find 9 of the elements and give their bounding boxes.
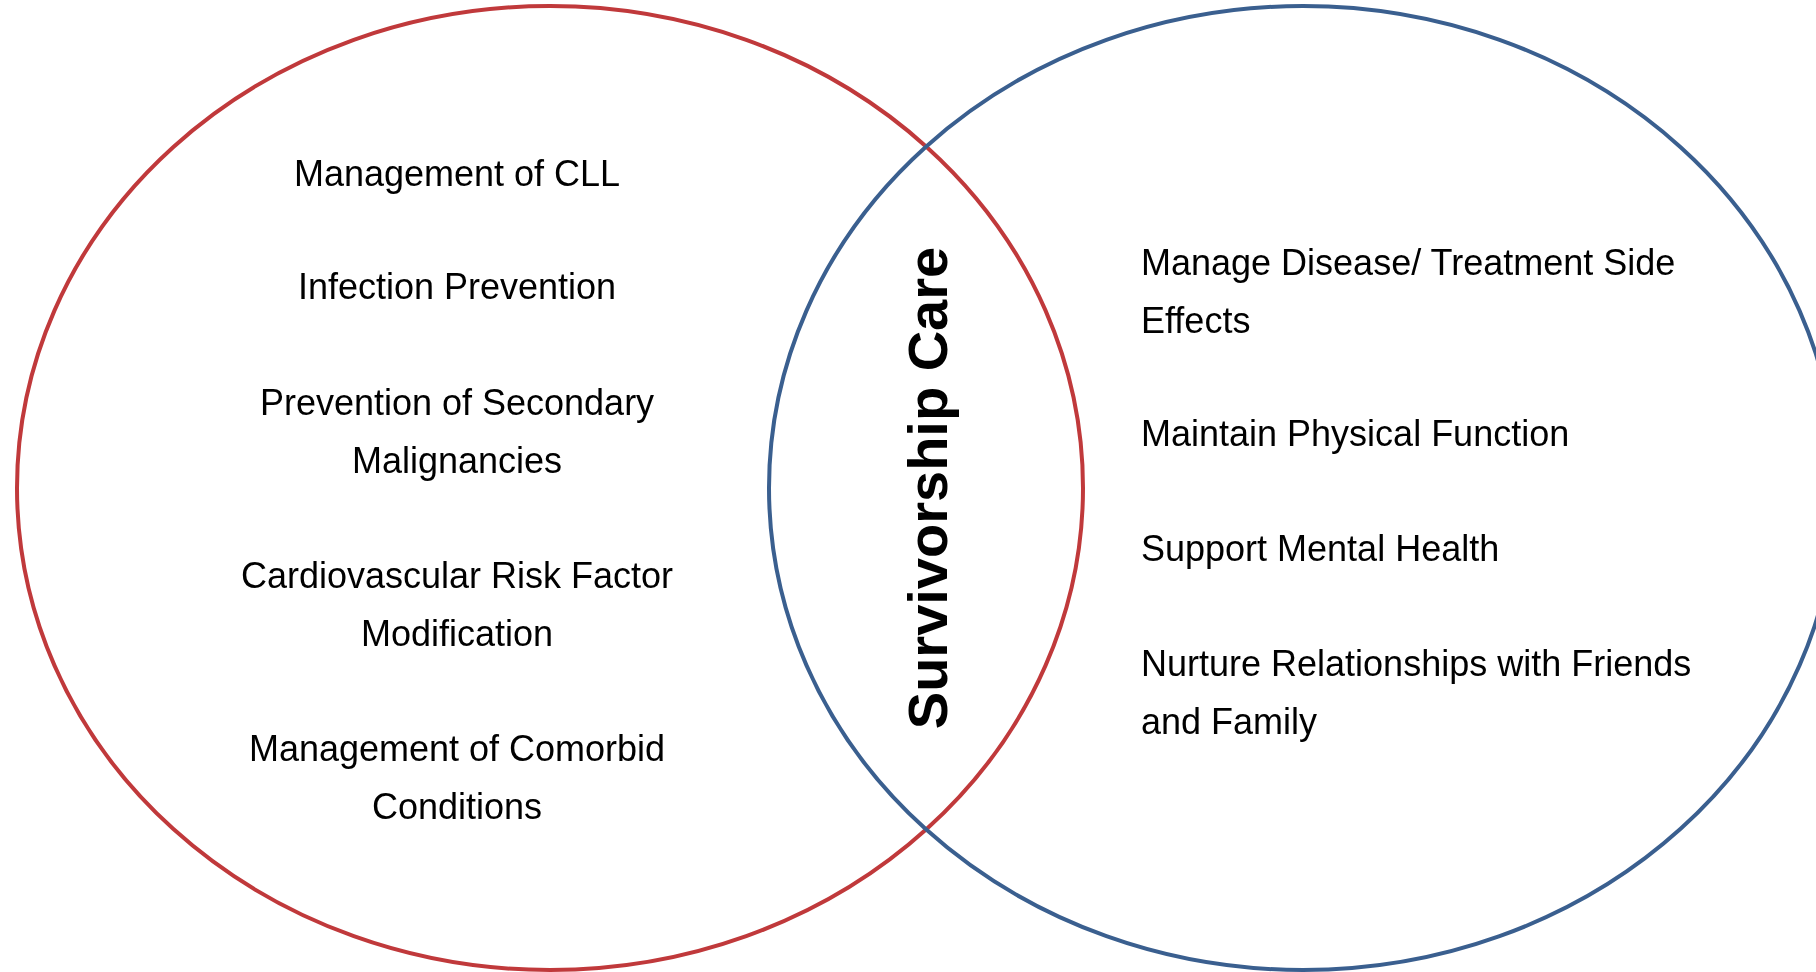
list-item: Cardiovascular Risk Factor Modification [239,554,675,656]
list-item: Support Mental Health [1141,527,1501,571]
list-item: Maintain Physical Function [1141,412,1571,456]
list-item: Management of Comorbid Conditions [247,727,667,829]
list-item: Manage Disease/ Treatment Side Effects [1141,241,1677,343]
list-item: Nurture Relationships with Friends and Family [1141,642,1693,744]
list-item: Infection Prevention [296,265,618,309]
list-item: Management of CLL [292,152,622,196]
list-item: Prevention of Secondary Malignancies [258,381,656,483]
